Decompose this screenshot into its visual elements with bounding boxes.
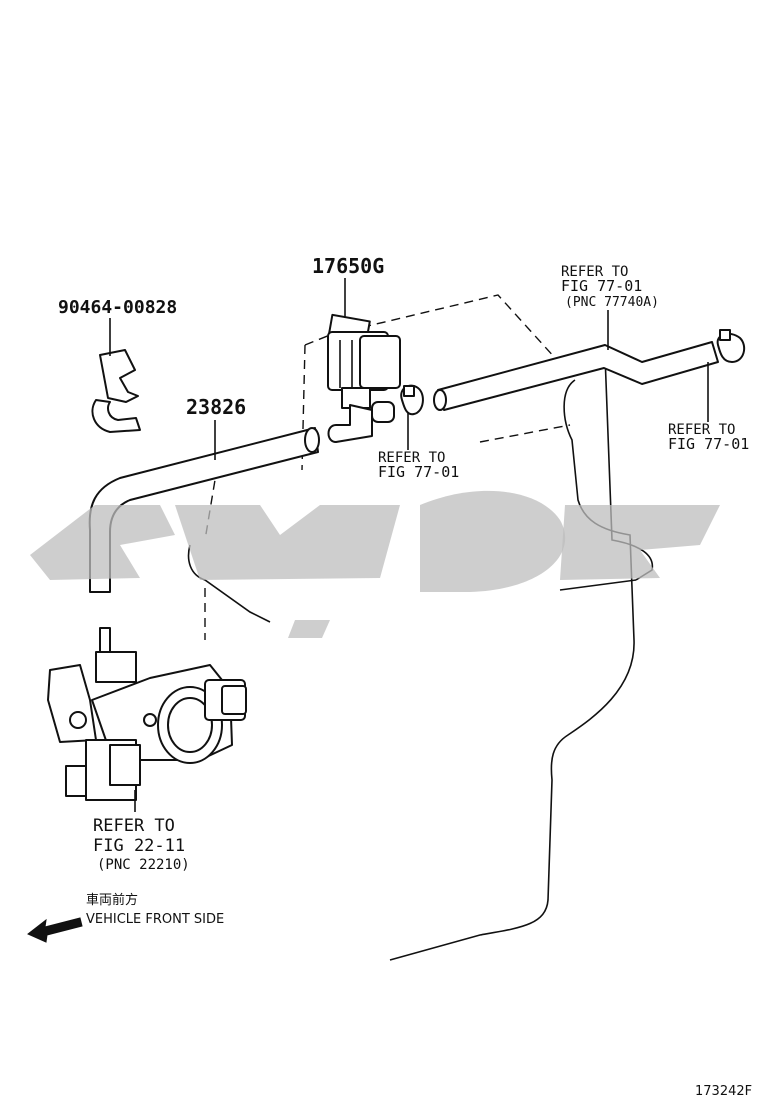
label-refer-77740a-3: (PNC 77740A) [565, 295, 659, 310]
label-refer-77740a-2: FIG 77-01 [561, 277, 642, 295]
throttle-body [47, 627, 247, 801]
left-arrow-icon [27, 917, 83, 943]
label-refer-7701-mid-1: REFER TO [378, 450, 445, 466]
part-labels: 17650G 90464-00828 23826 REFER TO FIG 77… [58, 254, 752, 1099]
hose-77740a [433, 341, 719, 411]
leader-lines [109, 278, 709, 812]
label-refer-2211-3: (PNC 22210) [97, 857, 190, 873]
hose-clamp-middle [400, 384, 424, 416]
hose-clamp-right [716, 329, 746, 363]
label-refer-77740a-1: REFER TO [561, 264, 628, 280]
hose-23826 [88, 427, 320, 593]
label-front-jp: 車両前方 [86, 892, 138, 908]
logo-watermark [30, 490, 720, 638]
label-refer-7701-mid-2: FIG 77-01 [378, 463, 459, 481]
label-refer-7701-right-2: FIG 77-01 [668, 435, 749, 453]
vsv-17650g [327, 313, 401, 443]
label-23826: 23826 [186, 395, 246, 419]
clip-90464 [91, 349, 141, 433]
label-refer-7701-right-1: REFER TO [668, 422, 735, 438]
label-refer-2211-1: REFER TO [93, 816, 175, 836]
label-90464-00828: 90464-00828 [58, 297, 177, 318]
label-refer-2211-2: FIG 22-11 [93, 836, 185, 856]
figure-code: 173242F [695, 1084, 752, 1099]
label-17650g: 17650G [312, 254, 384, 278]
label-front-en: VEHICLE FRONT SIDE [86, 912, 224, 927]
